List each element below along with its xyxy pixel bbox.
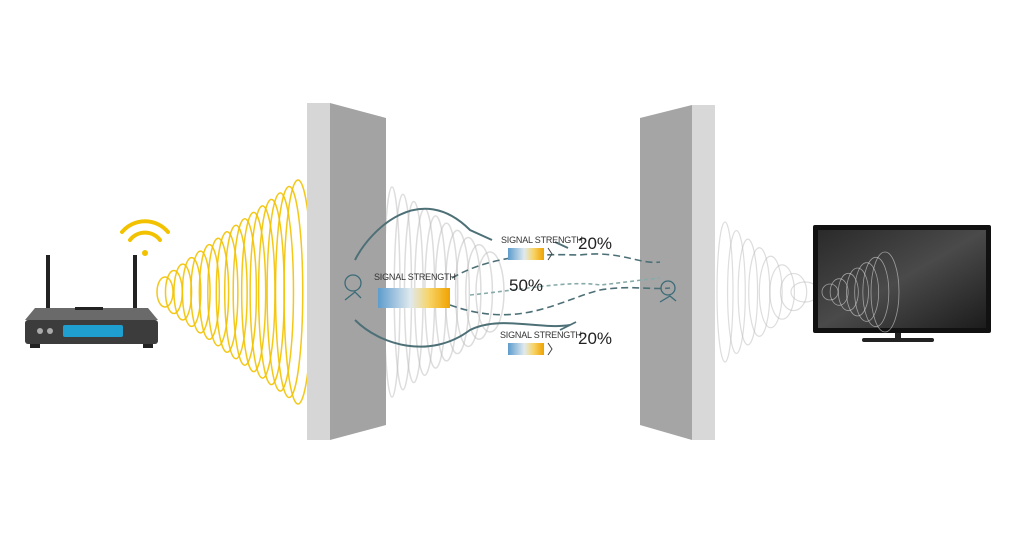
wave-loop [266, 192, 295, 392]
tv-icon [813, 225, 991, 342]
signal-person-icon [344, 274, 677, 303]
wall-2 [640, 105, 715, 440]
bottom-signal-label: SIGNAL STRENGTH [500, 330, 582, 340]
wave-loop [854, 262, 880, 322]
wifi-icon [120, 219, 170, 256]
wave-loop [870, 251, 900, 333]
wave-loop [223, 224, 248, 360]
label-bottom: SIGNAL STRENGTH 20% [500, 329, 612, 356]
faint-signal-waves [716, 221, 820, 363]
wave-loop [190, 250, 211, 334]
router-icon [25, 255, 158, 348]
wave-loop [737, 238, 759, 346]
wave-loop [249, 205, 276, 379]
signal-paths [354, 207, 671, 348]
wave-loop [156, 276, 174, 308]
wave-loop [779, 272, 808, 312]
wave-loop [837, 272, 859, 312]
top-signal-bar [508, 248, 544, 260]
wave-loop [181, 256, 202, 328]
wave-loop [274, 185, 304, 399]
wave-loop [846, 267, 869, 317]
wave-loop [215, 230, 239, 354]
wave-loop [475, 251, 505, 333]
center-signal-label: SIGNAL STRENGTH [374, 272, 456, 282]
center-percent: 50% [509, 276, 543, 295]
bottom-signal-bar [508, 343, 544, 355]
center-signal-bar [378, 288, 450, 308]
wave-loop [829, 278, 849, 306]
wave-loop [769, 264, 796, 320]
yellow-signal-waves [156, 179, 313, 405]
wave-loop [862, 256, 890, 328]
top-percent: 20% [578, 234, 612, 253]
wave-loop [758, 255, 783, 329]
wave-loop [198, 243, 221, 341]
label-top: SIGNAL STRENGTH 20% [501, 234, 612, 261]
wall-1 [307, 103, 386, 440]
bottom-percent: 20% [578, 329, 612, 348]
wave-loop [232, 218, 258, 366]
top-signal-label: SIGNAL STRENGTH [501, 235, 583, 245]
wave-loop [454, 236, 482, 348]
wave-loop [716, 221, 734, 363]
wave-loop [726, 229, 746, 355]
wave-loop [207, 237, 230, 347]
label-center: SIGNAL STRENGTH 50% [374, 272, 543, 308]
wave-loop [240, 211, 267, 373]
